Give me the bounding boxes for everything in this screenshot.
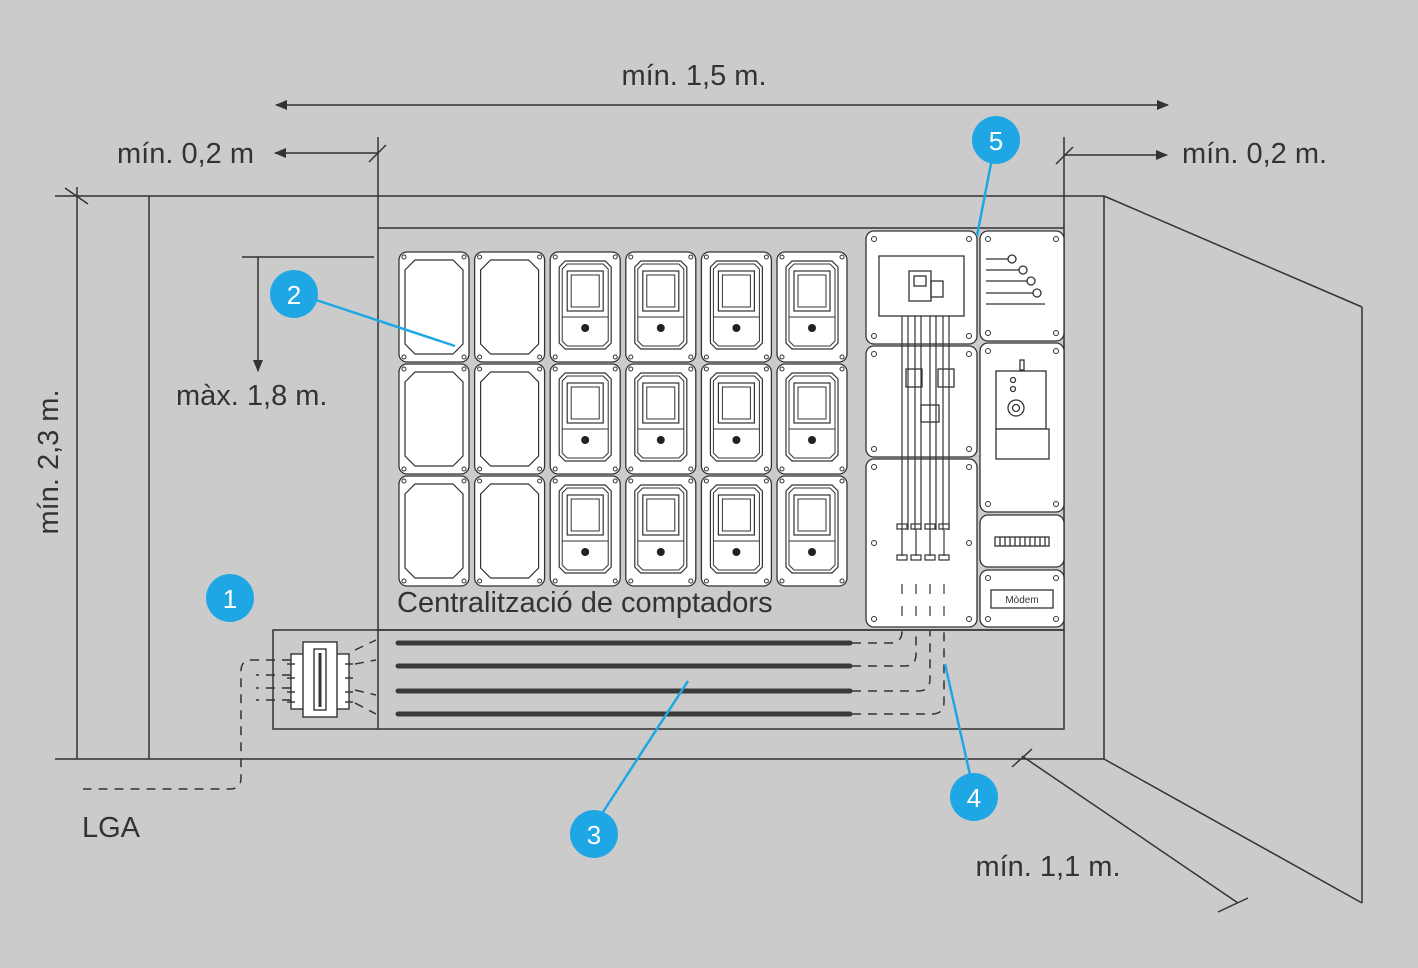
- meter-cell: [473, 475, 546, 587]
- meter-cell: [700, 251, 773, 363]
- meter-cell: [625, 251, 697, 363]
- meter-grid: [398, 251, 848, 587]
- svg-text:5: 5: [989, 126, 1003, 156]
- meter-cell: [473, 363, 546, 475]
- modem-label: Mòdem: [1005, 595, 1038, 606]
- cable-tray: [83, 629, 1065, 790]
- feeder-cables: [395, 640, 853, 717]
- meter-cell: [776, 363, 848, 475]
- room-outline: [55, 195, 1363, 904]
- height-label: mín. 2,3 m.: [33, 389, 65, 534]
- meter-cell: [398, 251, 470, 363]
- protection-modules: [865, 230, 1065, 628]
- meter-cell: [625, 363, 697, 475]
- centralization-label: Centralització de comptadors: [397, 587, 773, 619]
- modem-module: [979, 569, 1065, 628]
- total-width-label: mín. 1,5 m.: [621, 60, 766, 92]
- meter-cell: [700, 475, 773, 587]
- right-clearance-label: mín. 0,2 m.: [1182, 138, 1327, 170]
- svg-text:1: 1: [223, 584, 237, 614]
- meter-module: [979, 342, 1065, 513]
- callout-4: 4: [950, 773, 998, 821]
- depth-label: mín. 1,1 m.: [975, 851, 1120, 883]
- meter-cell: [776, 251, 848, 363]
- max-height-label: màx. 1,8 m.: [176, 380, 328, 412]
- general-protection-box: [287, 641, 353, 718]
- svg-text:2: 2: [287, 280, 301, 310]
- depth-dimension: [1021, 755, 1239, 904]
- dimension-lines: [64, 100, 1249, 913]
- meter-cell: [549, 363, 621, 475]
- meter-cell: [549, 251, 621, 363]
- meter-cell: [700, 363, 773, 475]
- meter-cell: [398, 475, 470, 587]
- callout-5: 5: [972, 116, 1020, 164]
- meter-cell: [776, 475, 848, 587]
- module-screws: [871, 236, 1059, 622]
- callout-2: 2: [270, 270, 318, 318]
- dashed-conductors: [83, 630, 945, 790]
- meter-cell: [549, 475, 621, 587]
- callout-3: 3: [570, 810, 618, 858]
- left-clearance-label: mín. 0,2 m: [117, 138, 254, 170]
- vertical-conductors: [896, 316, 950, 616]
- meter-cell: [398, 363, 470, 475]
- terminal-strip-module: [979, 514, 1065, 568]
- meter-cell: [625, 475, 697, 587]
- svg-text:4: 4: [967, 783, 981, 813]
- svg-text:3: 3: [587, 820, 601, 850]
- callout-1: 1: [206, 574, 254, 622]
- terminal-module: [979, 230, 1065, 342]
- lga-label: LGA: [82, 812, 141, 844]
- meter-cell: [473, 251, 546, 363]
